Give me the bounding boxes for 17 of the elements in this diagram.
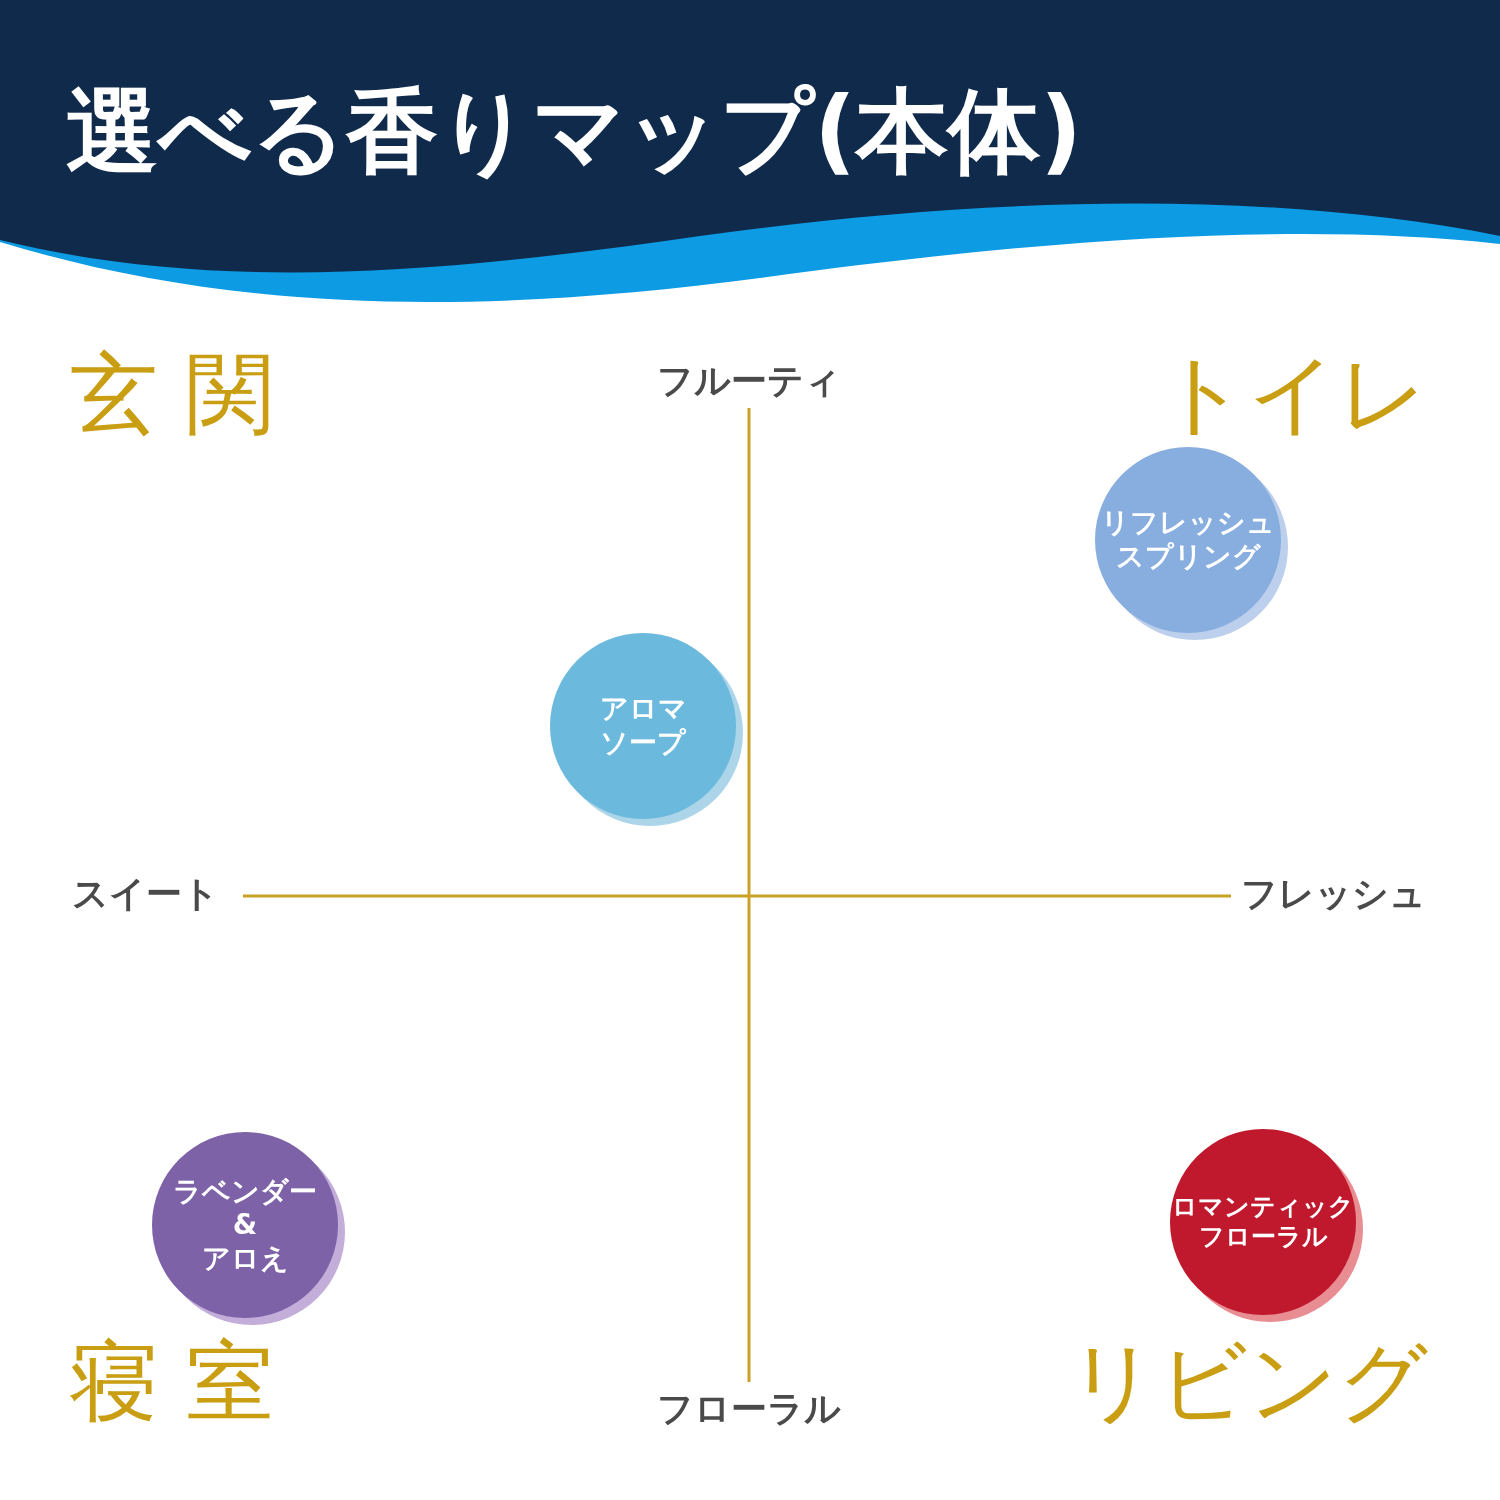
scent-name: ラベンダー&アロえ (173, 1174, 317, 1276)
scent-circle (1095, 447, 1289, 641)
axis-label: フレッシュ (1241, 876, 1426, 912)
scent-name: リフレッシュスプリング (1101, 506, 1275, 574)
scent-circle (152, 1132, 346, 1326)
room-label: トイレ (1158, 350, 1428, 438)
title: 選べる香りマップ(本体) (66, 84, 1083, 181)
scent-circle (1170, 1129, 1364, 1323)
room-label: リビング (1068, 1338, 1428, 1426)
axis-label: フルーティ (657, 363, 841, 399)
axis-label: スイート (72, 876, 219, 912)
axis-label: フローラル (657, 1391, 841, 1427)
scent-name: ロマンティックフローラル (1172, 1192, 1354, 1252)
room-label: 寝 室 (70, 1338, 274, 1426)
scent-circle (550, 633, 744, 827)
scent-name: アロマソープ (599, 692, 687, 760)
room-label: 玄 関 (70, 350, 274, 438)
